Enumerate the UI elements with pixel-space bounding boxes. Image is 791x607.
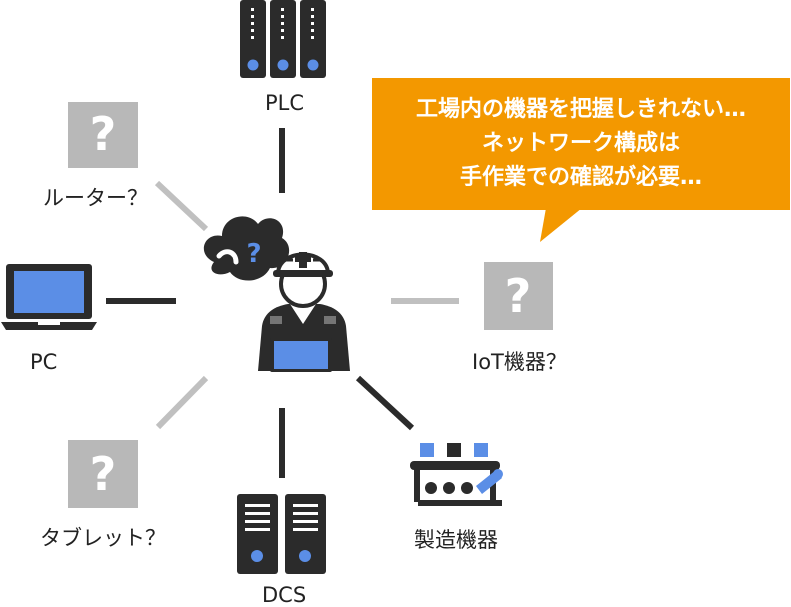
- connector-manufacturing: [355, 375, 415, 431]
- dcs-label: DCS: [262, 583, 307, 607]
- iot-label: IoT機器？: [472, 350, 567, 374]
- worker-icon: [258, 252, 350, 372]
- router-label: ルーター？: [43, 186, 148, 210]
- svg-text:?: ?: [246, 239, 261, 269]
- laptop-icon: [1, 264, 97, 330]
- bubble-line-1: 工場内の機器を把握しきれない…: [415, 97, 746, 122]
- conveyor-robot-icon: [410, 443, 503, 506]
- svg-text:?: ?: [90, 447, 117, 501]
- speech-bubble: 工場内の機器を把握しきれない… ネットワーク構成は 手作業での確認が必要…: [372, 78, 790, 210]
- svg-text:?: ?: [90, 107, 117, 161]
- manufacturing-label: 製造機器: [414, 528, 498, 552]
- router-unknown-icon: ?: [68, 102, 138, 168]
- plc-server-icon: [240, 0, 326, 78]
- pc-label: PC: [30, 350, 58, 374]
- bubble-line-3: 手作業での確認が必要…: [459, 165, 702, 190]
- connector-router: [154, 180, 209, 232]
- iot-unknown-icon: ?: [484, 262, 553, 330]
- bubble-line-2: ネットワーク構成は: [481, 131, 680, 156]
- plc-label: PLC: [265, 91, 305, 115]
- speech-bubble-shape: [372, 78, 790, 242]
- confused-cloud-icon: ?: [203, 216, 290, 281]
- tablet-label: タブレット？: [40, 526, 166, 550]
- connector-tablet: [155, 375, 209, 430]
- svg-text:?: ?: [505, 269, 532, 323]
- tablet-unknown-icon: ?: [68, 440, 138, 508]
- dcs-server-icon: [237, 494, 326, 574]
